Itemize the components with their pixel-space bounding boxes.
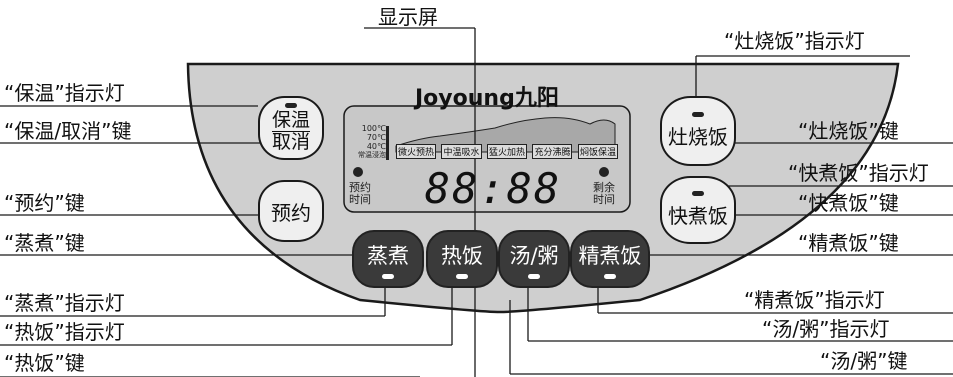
digital-readout: 88:88 xyxy=(424,164,562,213)
keep-warm-cancel-button[interactable]: 保温 取消 xyxy=(258,96,324,160)
callout-soup-key: “汤/粥”键 xyxy=(820,349,908,373)
remain-time-label: 剩余 时间 xyxy=(592,182,616,206)
title-display-screen: 显示屏 xyxy=(378,5,438,29)
cancel-label: 取消 xyxy=(271,131,310,153)
brand-cn: 九阳 xyxy=(514,86,559,111)
callout-reheat-key: “热饭”键 xyxy=(4,351,85,375)
callout-reheat-indicator: “热饭”指示灯 xyxy=(4,320,125,344)
brand-latin: Joyoung xyxy=(415,86,515,111)
brand-logo: Joyoung九阳 xyxy=(415,80,559,112)
callout-keep-warm-indicator: “保温”指示灯 xyxy=(4,81,125,105)
stage-label: 中温吸水 xyxy=(441,144,482,159)
callout-jingzhu-key: “精煮饭”键 xyxy=(798,231,899,255)
stage-label: 微火预热 xyxy=(396,144,437,159)
jingzhu-button[interactable]: 精煮饭 xyxy=(570,230,650,288)
soup-label: 汤/粥 xyxy=(509,243,559,268)
temp-scale-bar xyxy=(386,126,389,160)
jingzhu-label: 精煮饭 xyxy=(578,243,642,268)
callout-jingzhu-indicator: “精煮饭”指示灯 xyxy=(744,288,885,312)
keep-warm-indicator xyxy=(285,103,297,108)
callout-zaoshao-key: “灶烧饭”键 xyxy=(798,119,899,143)
reserve-label: 预约 xyxy=(271,200,311,225)
reserve-dot xyxy=(353,167,363,177)
reserve-time-line2: 时间 xyxy=(349,193,371,206)
remain-time-line2: 时间 xyxy=(593,193,615,206)
temp-curve-fill xyxy=(395,117,616,153)
reheat-indicator xyxy=(456,273,468,279)
steam-button[interactable]: 蒸煮 xyxy=(352,230,424,288)
reserve-time-label: 预约 时间 xyxy=(348,182,372,206)
soup-indicator xyxy=(528,273,540,279)
callout-steam-indicator: “蒸煮”指示灯 xyxy=(4,291,125,315)
temp-scale-labels: 100℃ 70℃ 40℃ 常温浸泡 xyxy=(354,124,386,160)
kuaizhu-button[interactable]: 快煮饭 xyxy=(660,176,736,244)
stage-label: 充分沸腾 xyxy=(532,144,573,159)
temp-room: 常温浸泡 xyxy=(358,151,386,159)
callout-reserve-key: “预约”键 xyxy=(4,191,85,215)
remain-dot xyxy=(599,167,609,177)
steam-label: 蒸煮 xyxy=(367,243,409,268)
zaoshao-label: 灶烧饭 xyxy=(668,125,728,149)
reheat-button[interactable]: 热饭 xyxy=(426,230,498,288)
stage-labels: 微火预热 中温吸水 猛火加热 充分沸腾 焖饭保温 xyxy=(396,144,618,159)
callout-steam-key: “蒸煮”键 xyxy=(4,231,85,255)
remain-time-line1: 剩余 xyxy=(593,181,615,194)
stage-label: 焖饭保温 xyxy=(577,144,618,159)
zaoshao-indicator xyxy=(692,112,704,117)
temp-70: 70℃ xyxy=(366,133,386,142)
callout-soup-indicator: “汤/粥”指示灯 xyxy=(762,317,890,341)
zaoshao-button[interactable]: 灶烧饭 xyxy=(660,96,736,166)
callout-keep-warm-cancel-key: “保温/取消”键 xyxy=(4,119,132,143)
reheat-label: 热饭 xyxy=(441,243,483,268)
reserve-button[interactable]: 预约 xyxy=(258,180,324,242)
temp-40: 40℃ xyxy=(366,142,386,151)
callout-zaoshao-indicator: “灶烧饭”指示灯 xyxy=(724,29,865,53)
kuaizhu-label: 快煮饭 xyxy=(668,204,728,228)
jingzhu-indicator xyxy=(604,273,616,279)
stage-label: 猛火加热 xyxy=(486,144,527,159)
leader-lines xyxy=(0,27,953,377)
keep-warm-label: 保温 xyxy=(271,109,310,132)
kuaizhu-indicator xyxy=(692,191,704,196)
steam-indicator xyxy=(382,273,394,279)
temp-100: 100℃ xyxy=(361,124,386,133)
callout-kuaizhu-indicator: “快煮饭”指示灯 xyxy=(788,161,929,185)
soup-button[interactable]: 汤/粥 xyxy=(498,230,570,288)
callout-kuaizhu-key: “快煮饭”键 xyxy=(798,191,899,215)
reserve-time-line1: 预约 xyxy=(349,181,371,194)
